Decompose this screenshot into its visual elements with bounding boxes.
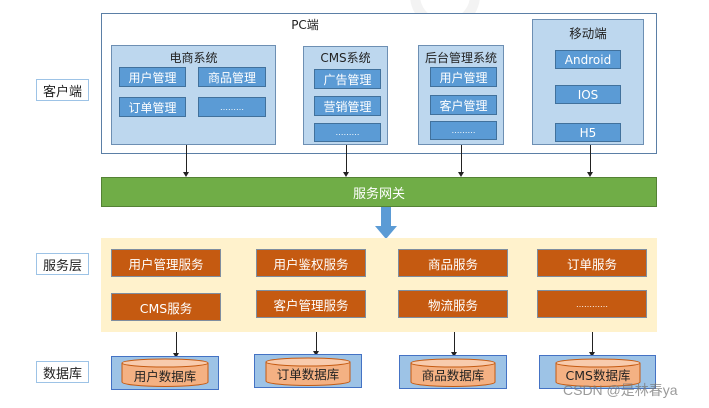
arrowhead-icon bbox=[589, 352, 595, 357]
database-cms: CMS数据库 bbox=[565, 367, 631, 383]
database-cylinder-icon bbox=[121, 358, 209, 387]
pc-title: PC端 bbox=[291, 18, 319, 32]
database-cylinder-icon bbox=[410, 358, 496, 387]
connector-line bbox=[592, 332, 593, 353]
module-more: ……… bbox=[314, 123, 381, 142]
connector-line bbox=[590, 145, 591, 173]
service-product: 商品服务 bbox=[398, 249, 508, 277]
arrowhead-icon bbox=[313, 351, 319, 356]
system-title-mobile: 移动端 bbox=[569, 26, 607, 41]
arrowhead-icon bbox=[173, 353, 179, 358]
service-customer-management: 客户管理服务 bbox=[256, 290, 366, 318]
module-ios: IOS bbox=[555, 85, 621, 104]
module-user-management-admin: 用户管理 bbox=[430, 67, 497, 87]
arrowhead-icon bbox=[451, 352, 457, 357]
database-product: 商品数据库 bbox=[421, 367, 485, 383]
service-more: ………… bbox=[537, 290, 647, 318]
module-android: Android bbox=[555, 50, 621, 69]
service-user-management: 用户管理服务 bbox=[111, 249, 221, 277]
service-logistics: 物流服务 bbox=[398, 290, 508, 318]
system-title-cms: CMS系统 bbox=[320, 51, 371, 65]
module-more: ……… bbox=[198, 97, 266, 117]
service-gateway: 服务网关 bbox=[101, 177, 657, 207]
service-order: 订单服务 bbox=[537, 249, 647, 277]
layer-label-client: 客户端 bbox=[36, 79, 89, 101]
database-user: 用户数据库 bbox=[133, 368, 197, 384]
system-box-ecommerce bbox=[111, 45, 276, 145]
module-product-management: 商品管理 bbox=[198, 67, 266, 87]
arrowhead-icon bbox=[183, 172, 189, 177]
down-arrow-icon bbox=[375, 207, 397, 239]
layer-label-service: 服务层 bbox=[36, 253, 89, 275]
connector-line bbox=[176, 332, 177, 354]
connector-line bbox=[186, 145, 187, 173]
arrowhead-icon bbox=[343, 172, 349, 177]
csdn-watermark: CSDN @是林春ya bbox=[563, 382, 678, 398]
database-order: 订单数据库 bbox=[276, 366, 340, 382]
service-cms: CMS服务 bbox=[111, 293, 221, 321]
database-cylinder-icon bbox=[555, 358, 641, 387]
module-customer-management: 客户管理 bbox=[430, 95, 497, 115]
database-cylinder-icon bbox=[265, 357, 351, 386]
layer-label-database: 数据库 bbox=[36, 361, 89, 383]
arrowhead-icon bbox=[587, 172, 593, 177]
connector-line bbox=[346, 145, 347, 173]
connector-line bbox=[454, 332, 455, 353]
arrowhead-icon bbox=[458, 172, 464, 177]
system-title-admin: 后台管理系统 bbox=[424, 51, 497, 65]
connector-line bbox=[461, 145, 462, 173]
module-user-management: 用户管理 bbox=[119, 67, 186, 87]
module-marketing-management: 营销管理 bbox=[314, 96, 381, 116]
connector-line bbox=[316, 332, 317, 352]
module-ad-management: 广告管理 bbox=[314, 69, 381, 89]
module-order-management: 订单管理 bbox=[119, 97, 186, 117]
module-more: ……… bbox=[430, 121, 497, 140]
module-h5: H5 bbox=[555, 123, 621, 142]
service-user-auth: 用户鉴权服务 bbox=[256, 249, 366, 277]
system-title-ecommerce: 电商系统 bbox=[169, 51, 218, 65]
